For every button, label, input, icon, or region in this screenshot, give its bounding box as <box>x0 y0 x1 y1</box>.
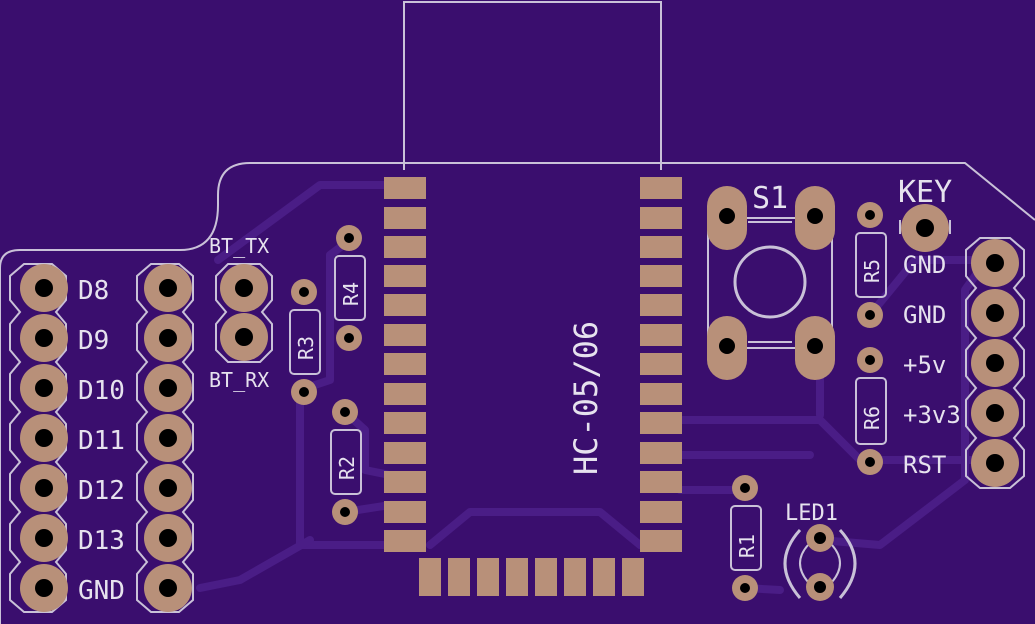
module-label: HC-05/06 <box>567 321 605 475</box>
module-right-pads <box>640 177 682 552</box>
right-header-pads <box>971 239 1019 487</box>
bt-rx-label: BT_RX <box>209 368 269 392</box>
s1-actuator <box>733 245 807 319</box>
antenna-outline <box>403 1 662 170</box>
led1-outline-right <box>838 528 857 599</box>
pin-label-3v3: +3v3 <box>903 401 961 429</box>
r3-body <box>289 309 321 375</box>
module-left-pads <box>384 177 426 552</box>
pin-label-d9: D9 <box>78 326 109 356</box>
module-bottom-pads <box>419 558 644 596</box>
r3-label: R3 <box>294 336 318 360</box>
bt-tx-label: BT_TX <box>209 234 269 258</box>
bt-jumper-outline <box>215 263 273 363</box>
pin-label-d13: D13 <box>78 526 125 556</box>
pin-label-gnd-1: GND <box>903 251 946 279</box>
r6-label: R6 <box>860 406 884 430</box>
pin-label-5v: +5v <box>903 351 946 379</box>
right-header-outline <box>965 237 1025 489</box>
r2-label: R2 <box>335 456 359 480</box>
r5-body <box>855 232 887 298</box>
s1-body <box>707 217 833 349</box>
pin-label-d11: D11 <box>78 426 125 456</box>
pin-label-d12: D12 <box>78 476 125 506</box>
r4-body <box>334 255 366 321</box>
r1-label: R1 <box>735 534 759 558</box>
r6-body <box>855 377 887 445</box>
pin-label-gnd: GND <box>78 576 125 606</box>
pin-label-gnd-2: GND <box>903 301 946 329</box>
left-header-outline-b <box>136 263 194 613</box>
r1-body <box>730 505 762 571</box>
r2-body <box>330 429 362 495</box>
s1-label: S1 <box>752 181 788 216</box>
r5-label: R5 <box>860 259 884 283</box>
r4-label: R4 <box>339 282 363 306</box>
left-header-pads-b <box>144 264 192 612</box>
s1-pads <box>707 186 835 380</box>
led1-outline-left <box>783 528 802 599</box>
left-header-outline-a <box>9 263 67 613</box>
pin-label-d8: D8 <box>78 276 109 306</box>
led1-label: LED1 <box>785 501 838 526</box>
pin-label-d10: D10 <box>78 376 125 406</box>
board-outline <box>0 162 1035 624</box>
left-header-pads-a <box>20 264 68 612</box>
pin-label-rst: RST <box>903 451 946 479</box>
